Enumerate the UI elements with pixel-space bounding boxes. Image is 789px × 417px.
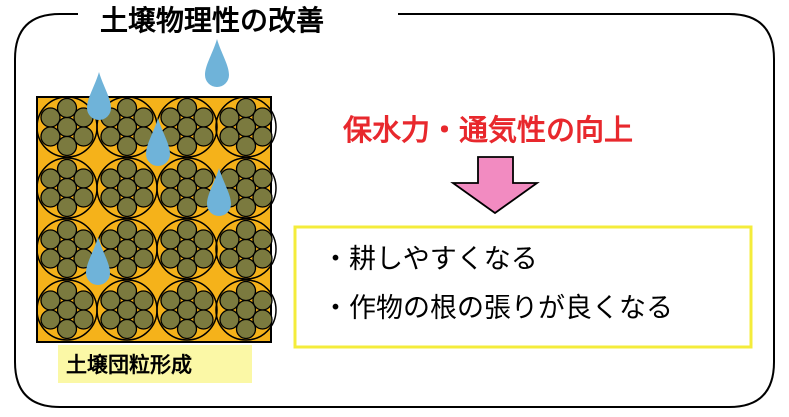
- benefit-item: ・作物の根の張りが良くなる: [322, 293, 673, 324]
- caption-box: [58, 345, 252, 383]
- benefits-box: [293, 225, 753, 349]
- diagram-title: 土壌物理性の改善: [100, 4, 324, 37]
- outer-frame: [14, 13, 775, 408]
- headline: 保水力・通気性の向上: [342, 113, 633, 147]
- benefit-item: ・耕しやすくなる: [322, 244, 538, 275]
- down-arrow-icon: [450, 156, 540, 215]
- caption-label: 土壌団粒形成: [66, 353, 192, 377]
